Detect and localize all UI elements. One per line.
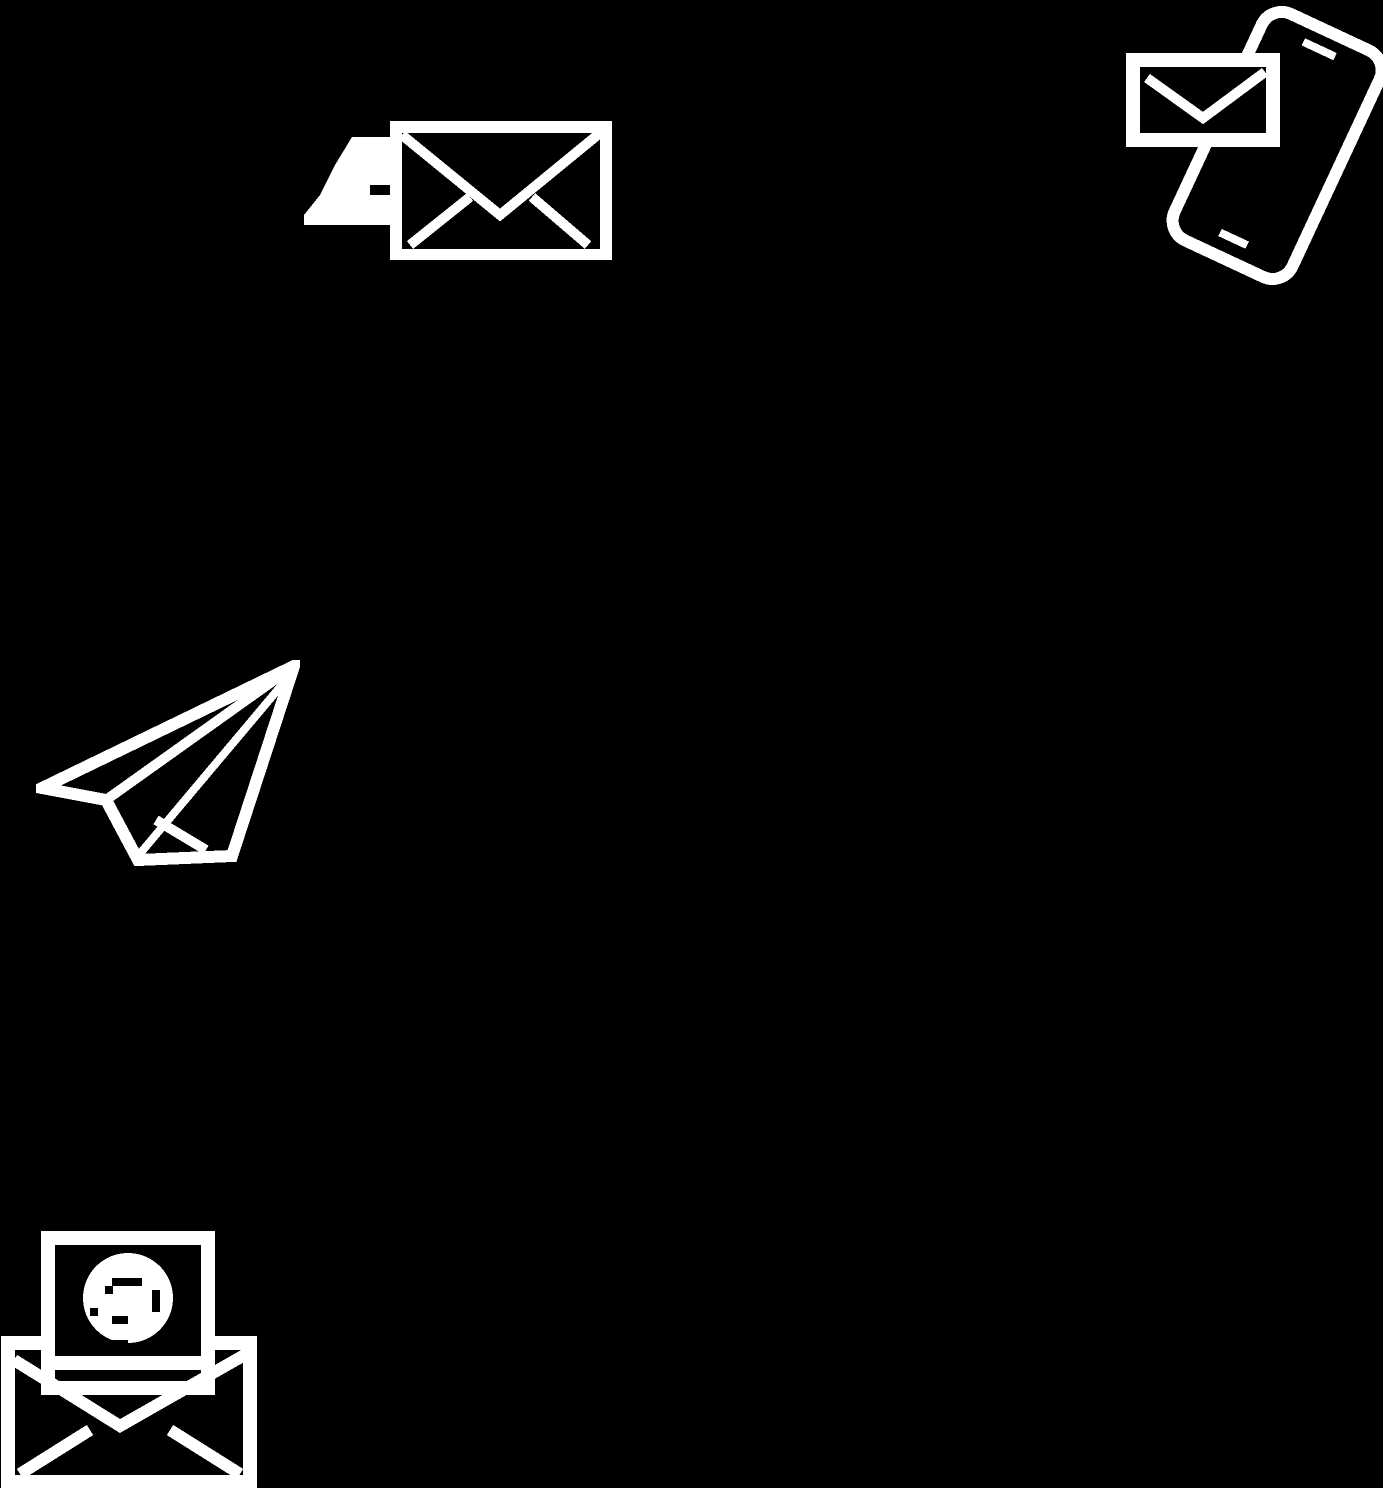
open-envelope-at-icon xyxy=(0,1228,262,1488)
smartphone-mail-icon xyxy=(1125,0,1383,292)
paper-plane-icon xyxy=(36,660,300,868)
fast-mail-envelope-icon xyxy=(300,115,612,260)
